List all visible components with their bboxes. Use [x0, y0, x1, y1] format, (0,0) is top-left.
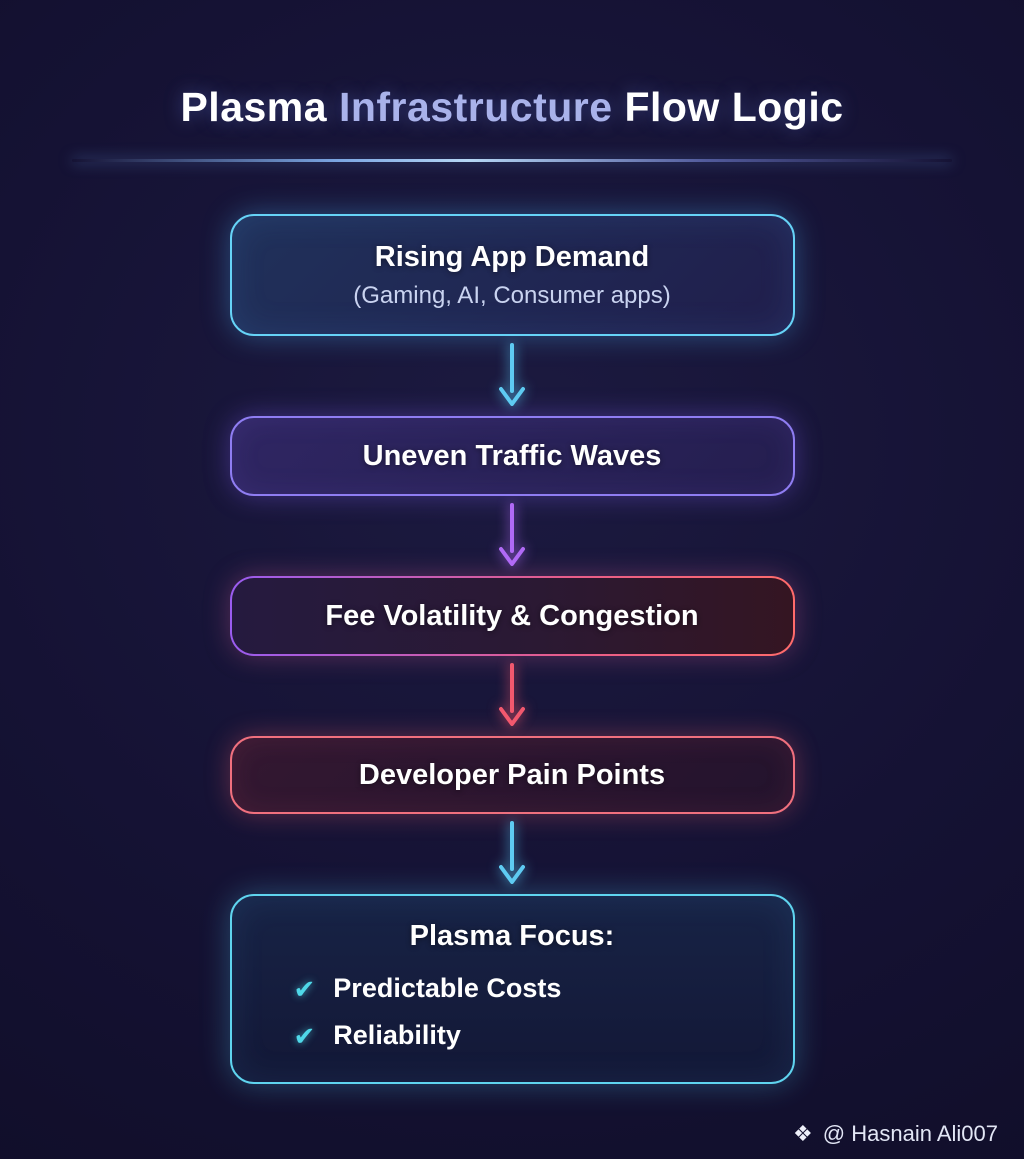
step-title: Rising App Demand [374, 240, 650, 273]
author-handle: @ Hasnain Ali007 [822, 1121, 998, 1146]
flow-step-developer-pain-points: Developer Pain Points [229, 736, 795, 814]
check-icon: ✔ [293, 973, 316, 1004]
step-title: Uneven Traffic Waves [362, 439, 662, 472]
title-part-infrastructure: Infrastructure [338, 84, 613, 130]
binance-diamond-icon: ❖ [793, 1121, 813, 1146]
title-part-plasma: Plasma [180, 84, 328, 130]
flow-arrow-down-icon [497, 496, 527, 576]
title-part-flow-logic: Flow Logic [624, 84, 844, 130]
flow-step-fee-volatility-congestion: Fee Volatility & Congestion [229, 576, 795, 656]
page-title: Plasma Infrastructure Flow Logic [0, 0, 1024, 131]
step-title: Fee Volatility & Congestion [325, 599, 699, 632]
flow-step-uneven-traffic-waves: Uneven Traffic Waves [229, 416, 795, 496]
plasma-focus-checklist: ✔ Predictable Costs ✔ Reliability [294, 973, 562, 1051]
step-subtitle: (Gaming, AI, Consumer apps) [353, 281, 671, 309]
flow-arrow-down-icon [497, 814, 527, 894]
flow-step-plasma-focus: Plasma Focus: ✔ Predictable Costs ✔ Reli… [229, 894, 795, 1084]
author-credit: ❖ @ Hasnain Ali007 [793, 1121, 998, 1147]
flow-diagram: Rising App Demand (Gaming, AI, Consumer … [0, 214, 1024, 1084]
title-divider [72, 159, 952, 162]
flow-arrow-down-icon [497, 336, 527, 416]
list-item: ✔ Reliability [294, 1020, 562, 1051]
flow-step-rising-app-demand: Rising App Demand (Gaming, AI, Consumer … [229, 214, 795, 336]
check-item-label: Reliability [333, 1020, 461, 1050]
check-icon: ✔ [293, 1020, 316, 1051]
step-title: Plasma Focus: [409, 920, 615, 952]
list-item: ✔ Predictable Costs [294, 973, 562, 1004]
step-title: Developer Pain Points [358, 758, 666, 791]
flow-arrow-down-icon [497, 656, 527, 736]
check-item-label: Predictable Costs [333, 973, 562, 1003]
